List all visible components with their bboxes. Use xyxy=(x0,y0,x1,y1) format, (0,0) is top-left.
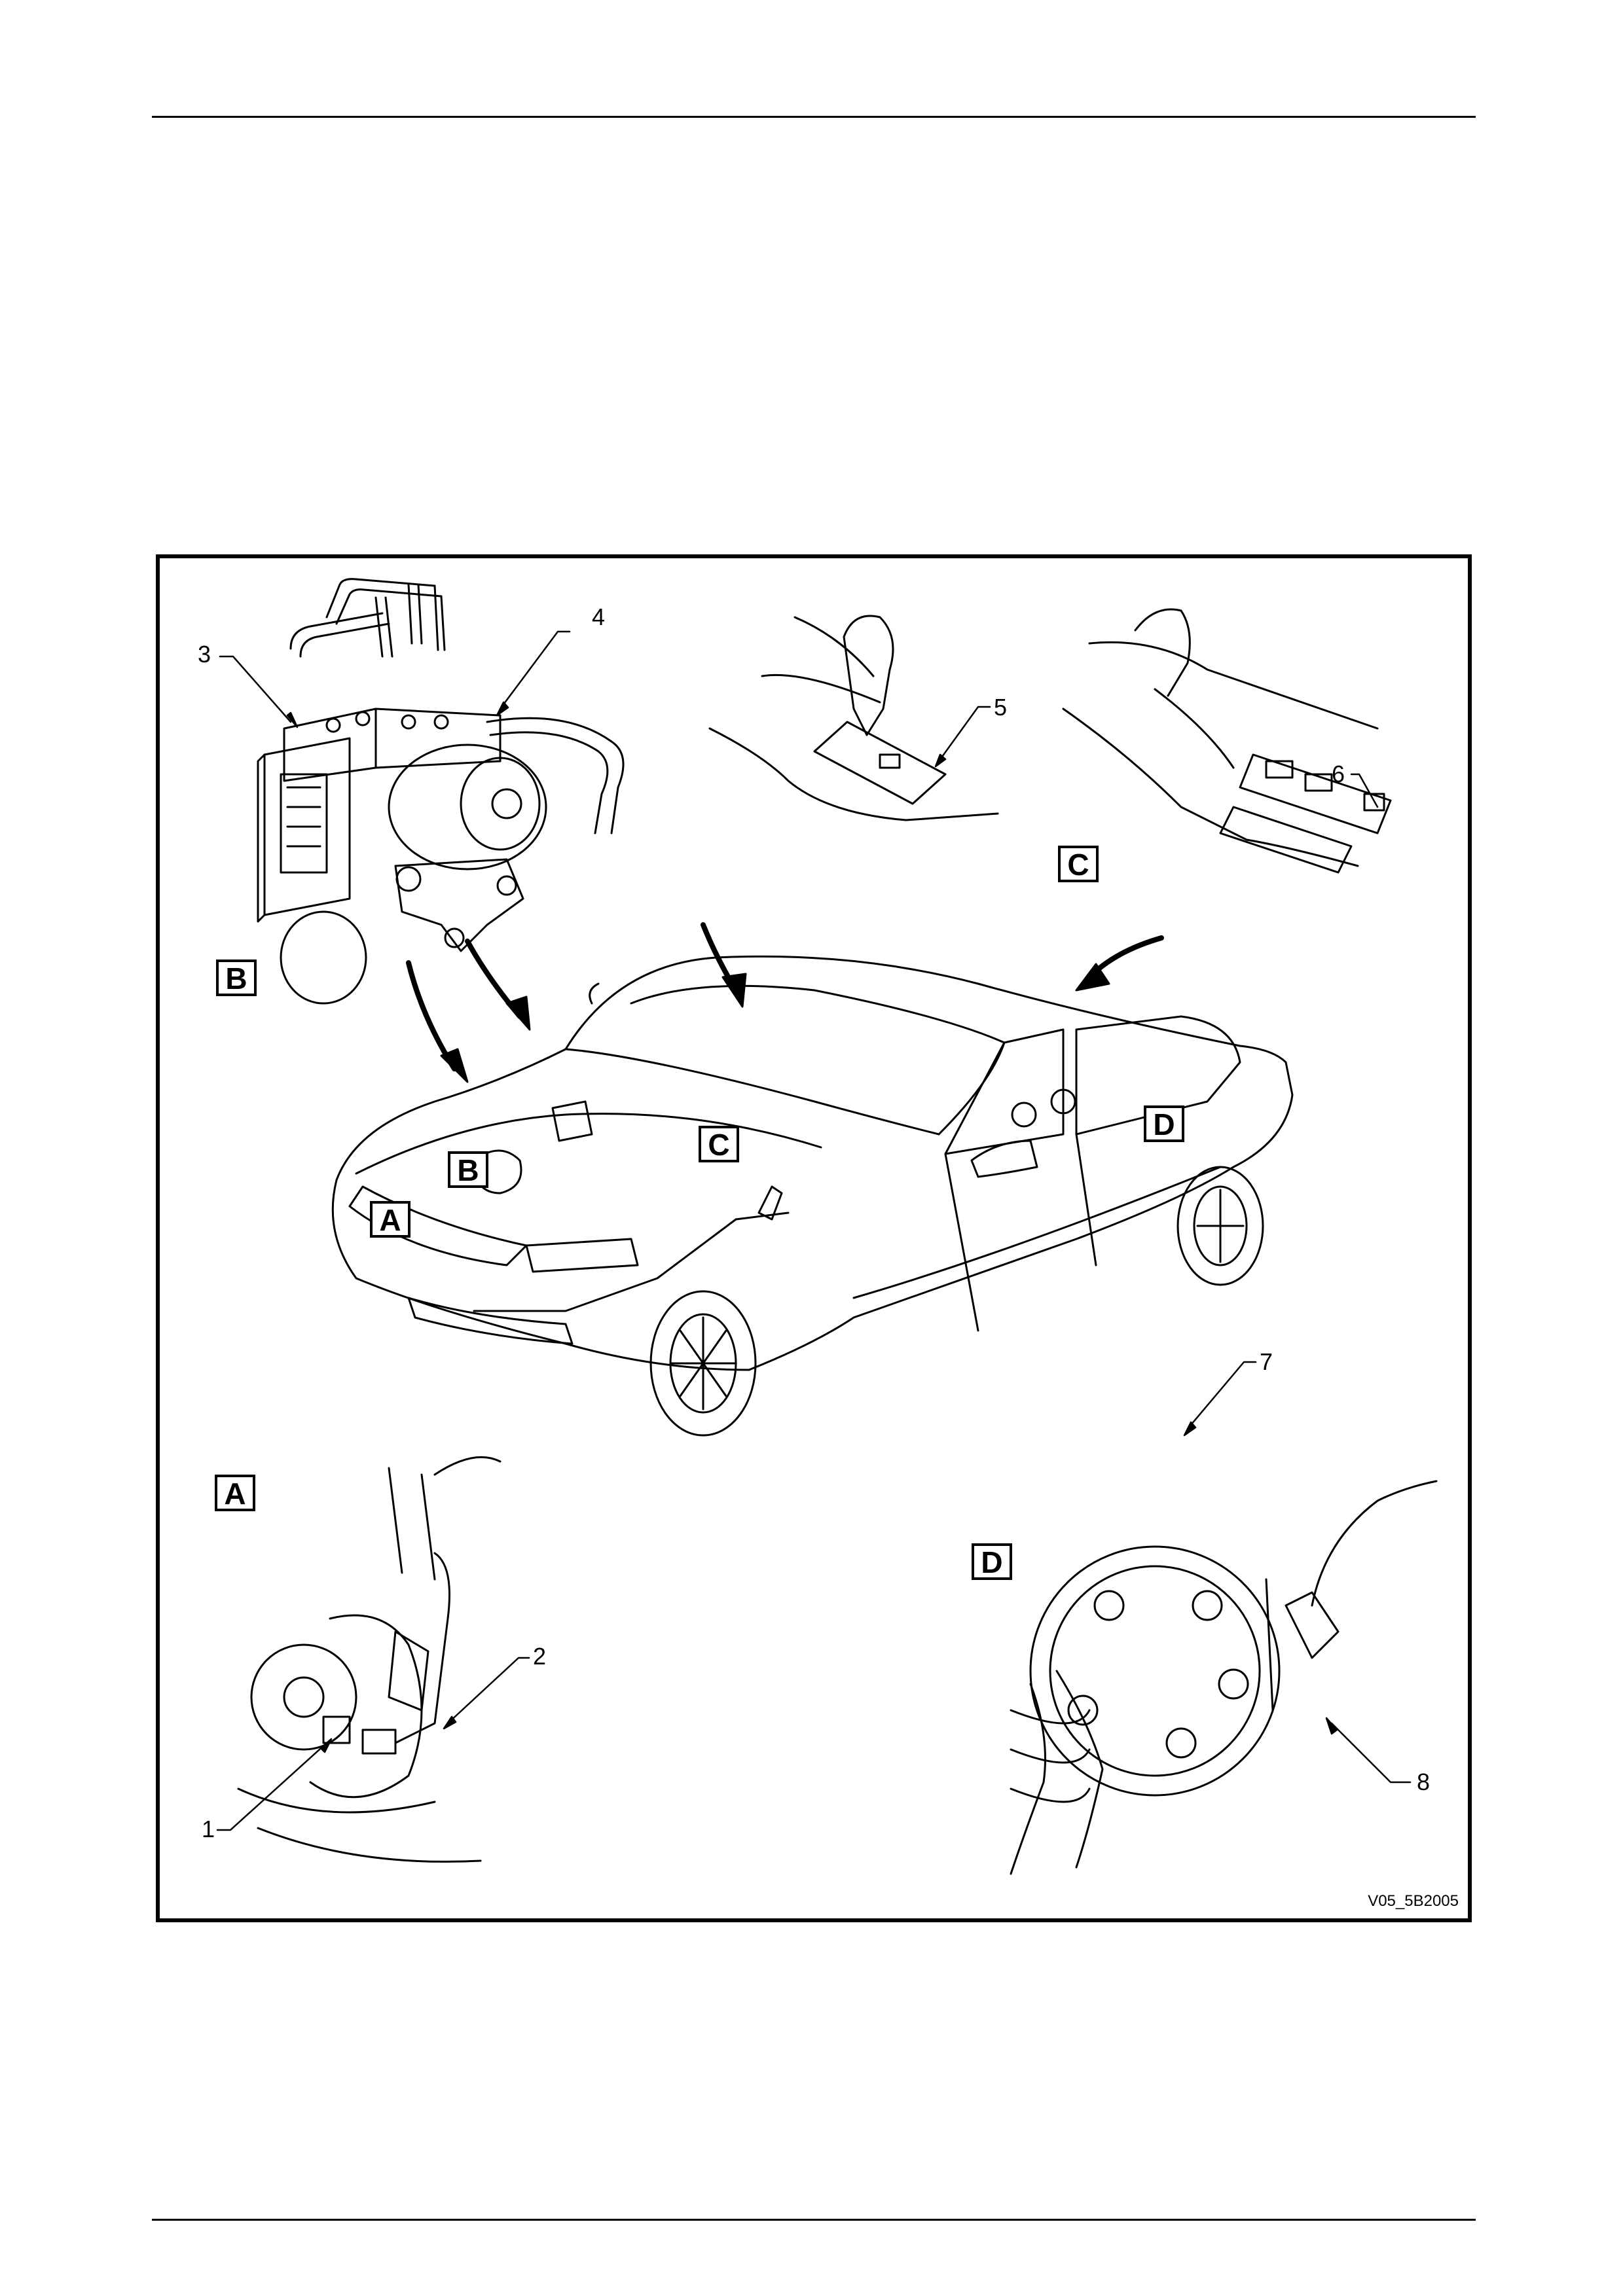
callout-1: 1 xyxy=(202,1816,215,1842)
front-wheel-speed-sensor-drawing xyxy=(238,1457,500,1861)
callout-3: 3 xyxy=(198,641,211,668)
callout-7: 7 xyxy=(1260,1349,1273,1375)
abs-component-location-figure: B C B A C D A D 3 4 5 6 7 8 2 1 V05_5B20… xyxy=(156,554,1472,1922)
view-label-a: A xyxy=(215,1475,255,1511)
car-arrow-label-d: D xyxy=(1144,1105,1184,1142)
car-arrow-label-b: B xyxy=(448,1151,488,1188)
figure-reference-code: V05_5B2005 xyxy=(1368,1892,1459,1910)
view-label-c: C xyxy=(1058,846,1099,882)
callout-8: 8 xyxy=(1417,1769,1430,1795)
callout-2: 2 xyxy=(533,1643,546,1670)
view-label-d: D xyxy=(972,1543,1012,1580)
callout-6: 6 xyxy=(1332,761,1345,787)
callout-4: 4 xyxy=(592,604,605,630)
figure-artwork xyxy=(160,558,1468,1918)
view-label-b: B xyxy=(216,960,257,996)
footer-rule xyxy=(152,2219,1476,2221)
abs-modulator-drawing xyxy=(258,579,623,1003)
rear-wheel-speed-sensor-drawing xyxy=(1011,1481,1436,1874)
console-switch-drawings xyxy=(710,609,1391,872)
car-arrow-label-a: A xyxy=(370,1201,410,1238)
vehicle-drawing xyxy=(333,956,1292,1435)
callout-5: 5 xyxy=(994,694,1007,721)
header-rule xyxy=(152,116,1476,118)
car-arrow-label-c: C xyxy=(699,1126,739,1162)
